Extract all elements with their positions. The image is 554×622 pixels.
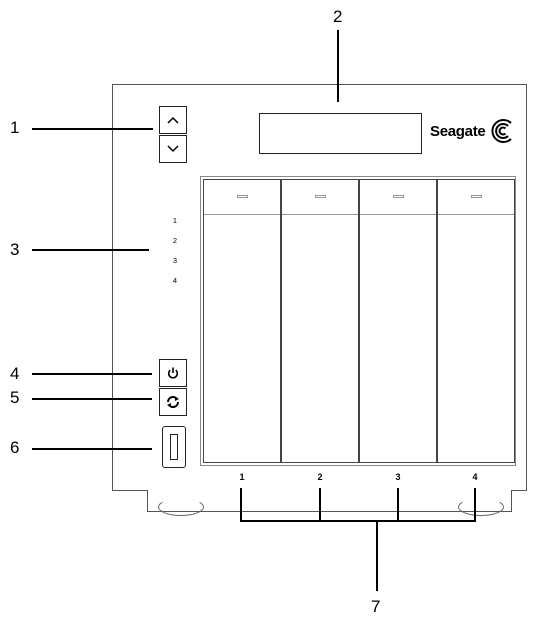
seagate-logo-icon [491,119,513,143]
drive-bay-1[interactable] [203,179,281,463]
callout-6: 6 [10,438,20,457]
lcd-display [259,113,422,154]
leader-7-bay-3 [397,488,399,522]
callout-2: 2 [333,7,343,26]
leader-7-bay-2 [319,488,321,522]
leader-2 [337,30,339,102]
leader-3 [32,249,149,251]
bay-divider [438,214,514,215]
callout-4: 4 [10,364,20,383]
down-button[interactable] [159,135,187,163]
left-foot [158,498,204,516]
chevron-up-icon [167,116,179,124]
leader-1 [32,128,153,130]
drive-bay-3[interactable] [359,179,437,463]
leader-6 [32,448,152,450]
led-label-1: 1 [172,216,178,225]
leader-7-stem [376,521,378,591]
callout-7: 7 [371,597,381,616]
bay-number-4: 4 [472,472,478,482]
bay-latch[interactable] [237,195,248,198]
bay-divider [282,214,358,215]
leader-4 [32,373,152,375]
callout-1: 1 [10,118,20,137]
led-label-4: 4 [172,276,178,285]
drive-bay-frame [200,176,516,466]
copy-button[interactable] [159,388,187,416]
bay-latch[interactable] [315,195,326,198]
leader-7-bay-1 [240,488,242,522]
drive-bay-4[interactable] [437,179,515,463]
usb-slot [170,434,178,460]
bay-number-1: 1 [239,472,245,482]
bay-latch[interactable] [393,195,404,198]
power-icon [167,367,179,379]
right-foot [458,498,504,516]
drive-bay-2[interactable] [281,179,359,463]
usb-port[interactable] [162,426,186,468]
led-label-3: 3 [172,256,178,265]
leader-7-bay-4 [474,488,476,522]
bay-number-3: 3 [395,472,401,482]
bay-latch[interactable] [471,195,482,198]
brand-name: Seagate [430,122,486,140]
brand-logo: Seagate [430,117,518,145]
chevron-down-icon [167,145,179,153]
bay-divider [360,214,436,215]
led-label-2: 2 [172,236,178,245]
bay-number-2: 2 [317,472,323,482]
leader-7-bracket [240,520,476,522]
bay-divider [204,214,280,215]
device-base [147,490,512,512]
callout-5: 5 [10,388,20,407]
up-button[interactable] [159,106,187,134]
power-button[interactable] [159,359,187,387]
callout-3: 3 [10,240,20,259]
leader-5 [32,398,152,400]
sync-icon [167,396,179,408]
